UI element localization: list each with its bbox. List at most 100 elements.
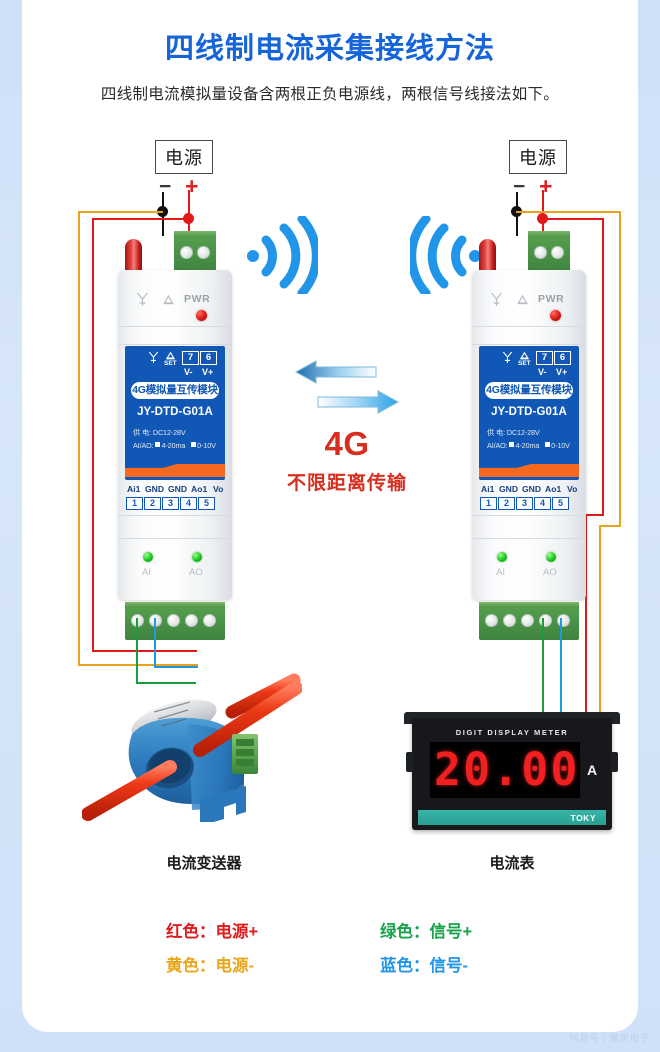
device-seam-right-1 bbox=[472, 326, 586, 327]
spec-power-right: 供 电: DC12-28V bbox=[487, 428, 540, 437]
terminal-num-5-left: 5 bbox=[198, 497, 215, 510]
wire-blue-left-h bbox=[154, 666, 198, 668]
digital-meter: DIGIT DISPLAY METER 20.00 A TOKY bbox=[412, 718, 612, 830]
minus-sign-right: − bbox=[513, 175, 526, 198]
device-label-panel-left: SET 7 6 V- V+ 4G模拟量互传模块 JY-DTD-G01A 供 电:… bbox=[125, 346, 225, 480]
part-number-left: JY-DTD-G01A bbox=[137, 406, 213, 418]
terminal-name-4-right: Ao1 bbox=[545, 484, 562, 494]
power-signs-left: − + bbox=[155, 175, 213, 200]
wire-green-left-v bbox=[136, 618, 138, 684]
pwr-text-left: PWR bbox=[184, 293, 211, 305]
wire-yellow-left-vertical bbox=[78, 211, 80, 666]
terminal-screw-right-1 bbox=[534, 246, 547, 259]
wire-yellow-right-down bbox=[599, 525, 601, 715]
terminal-name-2-left: GND bbox=[145, 484, 165, 494]
device-seam-left-4 bbox=[118, 538, 232, 539]
ai-led-label-left: AI bbox=[142, 567, 151, 578]
tech-label-4g: 4G bbox=[324, 425, 370, 462]
pin-7-name-right: V- bbox=[538, 367, 547, 377]
pin-7-right: 7 bbox=[536, 351, 553, 365]
terminal-name-5-left: Vo bbox=[213, 484, 224, 494]
antenna-icon-right bbox=[491, 292, 502, 306]
ai-led-label-right: AI bbox=[496, 567, 505, 578]
wifi-signal-left bbox=[247, 216, 318, 294]
meter-top-text: DIGIT DISPLAY METER bbox=[455, 728, 569, 737]
device-seam-right-4 bbox=[472, 538, 586, 539]
io-terminal-top-right bbox=[479, 602, 579, 608]
wire-yellow-right-vertical bbox=[619, 211, 621, 527]
spec-aio-right: AI/AO: 4-20ma 0-10V bbox=[487, 441, 570, 450]
spec-opt2-right: 0-10V bbox=[551, 441, 570, 450]
antenna-small-icon-right bbox=[502, 351, 513, 363]
wire-red-right-down bbox=[585, 514, 587, 715]
device-label-panel-right: SET 7 6 V- V+ 4G模拟量互传模块 JY-DTD-G01A 供 电:… bbox=[479, 346, 579, 480]
terminal-screw-left-1 bbox=[180, 246, 193, 259]
watermark: 网易号 | 聚英电子 bbox=[569, 1033, 650, 1043]
device-seam-left-3 bbox=[118, 515, 232, 516]
io-terminal-block-left bbox=[125, 602, 225, 640]
module-name-left: 4G模拟量互传模块 bbox=[131, 382, 219, 399]
io-screw-right-5 bbox=[557, 614, 570, 627]
terminal-name-5-right: Vo bbox=[567, 484, 578, 494]
antenna-icon-left bbox=[137, 292, 148, 306]
terminal-name-1-left: Ai1 bbox=[127, 484, 141, 494]
legend-item-green: 绿色：信号+ bbox=[380, 923, 473, 941]
current-transducer-left bbox=[81, 672, 303, 826]
wire-yellow-left-top bbox=[78, 211, 163, 213]
right-device-caption: 电流表 bbox=[489, 855, 535, 872]
terminal-name-4-left: Ao1 bbox=[191, 484, 208, 494]
io-screw-right-2 bbox=[503, 614, 516, 627]
terminal-block-top-left bbox=[174, 231, 216, 237]
terminal-num-4-right: 4 bbox=[534, 497, 551, 510]
antenna-small-icon-left bbox=[148, 351, 159, 363]
wire-green-right bbox=[542, 618, 544, 718]
ao-led-left bbox=[192, 552, 202, 562]
terminal-num-2-left: 2 bbox=[144, 497, 161, 510]
meter-ear-left bbox=[406, 752, 413, 772]
meter-lcd: 20.00 bbox=[430, 742, 580, 798]
set-bell-icon-left bbox=[166, 351, 175, 360]
device-seam-right-3 bbox=[472, 515, 586, 516]
checkbox-0-10v-left bbox=[191, 442, 197, 447]
wifi-signal-right bbox=[410, 216, 481, 294]
ao-led-label-right: AO bbox=[543, 567, 557, 578]
wire-yellow-right-jog bbox=[599, 525, 621, 527]
pin-6-name-right: V+ bbox=[556, 367, 568, 377]
terminal-block-top-right bbox=[528, 231, 570, 237]
power-label-left: 电源 bbox=[155, 140, 213, 174]
checkbox-4-20ma-left bbox=[155, 442, 161, 447]
spec-opt2-left: 0-10V bbox=[197, 441, 216, 450]
pin-7-left: 7 bbox=[182, 351, 199, 365]
device-pin-row-right: SET 7 6 V- V+ bbox=[479, 351, 579, 377]
part-number-right: JY-DTD-G01A bbox=[491, 406, 567, 418]
set-bell-icon-right bbox=[520, 351, 529, 360]
set-label-left: SET bbox=[164, 360, 177, 367]
orange-band-right bbox=[479, 464, 579, 477]
checkbox-0-10v-right bbox=[545, 442, 551, 447]
meter-reading: 20.00 bbox=[434, 743, 580, 796]
pin-7-name-left: V- bbox=[184, 367, 193, 377]
spec-power-left: 供 电: DC12-28V bbox=[133, 428, 186, 437]
ai-led-right bbox=[497, 552, 507, 562]
meter-ear-right bbox=[611, 752, 618, 772]
terminal-num-4-left: 4 bbox=[180, 497, 197, 510]
ai-led-left bbox=[143, 552, 153, 562]
wire-red-left-bottom bbox=[92, 650, 197, 652]
page-subtitle: 四线制电流模拟量设备含两根正负电源线，两根信号线接法如下。 bbox=[100, 86, 560, 103]
io-screw-left-5 bbox=[203, 614, 216, 627]
ao-led-right bbox=[546, 552, 556, 562]
terminal-num-2-right: 2 bbox=[498, 497, 515, 510]
io-terminal-block-right bbox=[479, 602, 579, 640]
io-screw-left-4 bbox=[185, 614, 198, 627]
ao-led-label-left: AO bbox=[189, 567, 203, 578]
io-screw-right-1 bbox=[485, 614, 498, 627]
ct-illustration bbox=[81, 673, 303, 826]
terminal-name-1-right: Ai1 bbox=[481, 484, 495, 494]
io-terminal-top-left bbox=[125, 602, 225, 608]
terminal-num-3-left: 3 bbox=[162, 497, 179, 510]
terminal-num-3-right: 3 bbox=[516, 497, 533, 510]
power-led-left bbox=[196, 310, 207, 321]
bell-icon-left bbox=[163, 294, 174, 305]
terminal-name-3-left: GND bbox=[168, 484, 188, 494]
terminal-screw-left-2 bbox=[197, 246, 210, 259]
